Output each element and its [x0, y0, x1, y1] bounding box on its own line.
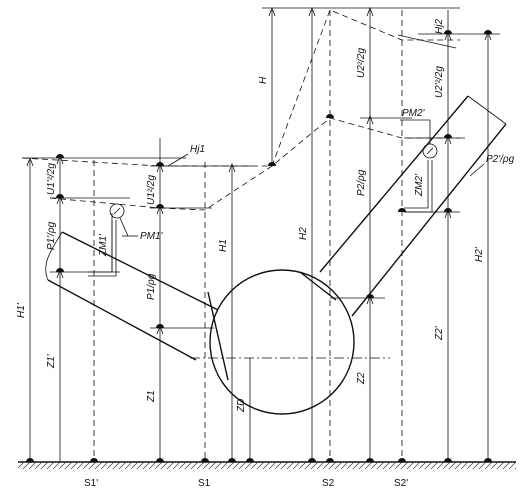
label-ZD: ZD [236, 399, 247, 413]
discharge-pipe [299, 95, 507, 317]
label-H2p: H2' [474, 246, 485, 262]
section-s2: S2 [322, 478, 335, 489]
label-Z1: Z1 [146, 390, 157, 403]
label-Z2: Z2 [356, 372, 367, 385]
label-P2p-pg: P2'/ρg [486, 154, 515, 165]
label-H2: H2 [298, 227, 309, 240]
leader-lines [119, 34, 485, 237]
label-H1: H1 [218, 239, 229, 252]
datum-ground [18, 461, 516, 469]
label-H1p: H1' [16, 302, 27, 318]
label-P1p-pg: P1'/ρg [46, 221, 57, 250]
labels: H1' Z1' P1'/ρg U1'²/2g ZM1' PM1' P1/ρg U… [16, 19, 515, 413]
pump-casing [190, 269, 390, 415]
label-Z1p: Z1' [46, 353, 57, 369]
label-ZM2p: ZM2' [414, 173, 425, 197]
label-U1-2g: U1²/2g [146, 175, 157, 205]
label-P2-pg: P2/ρg [356, 169, 367, 196]
point-markers [26, 30, 492, 462]
energy-lines [21, 9, 460, 211]
label-Z2p: Z2' [434, 325, 445, 341]
section-lines [93, 10, 403, 462]
section-s1p: S1' [84, 478, 98, 489]
label-ZM1p: ZM1' [98, 233, 109, 257]
dimension-lines [26, 6, 492, 462]
label-P1-pg: P1/ρg [146, 273, 157, 300]
suction-pipe [45, 231, 229, 381]
label-U2-2g: U2²/2g [356, 48, 367, 78]
label-U1p-2g: U1'²/2g [46, 163, 57, 195]
label-U2p-2g: U2'²/2g [434, 66, 445, 98]
label-Hj2: Hj2 [434, 19, 445, 34]
section-s1: S1 [198, 478, 211, 489]
label-PM2p: PM2' [402, 108, 426, 119]
section-s2p: S2' [394, 478, 408, 489]
manometer-suction [88, 203, 125, 277]
label-H: H [258, 76, 269, 84]
label-PM1p: PM1' [140, 231, 164, 242]
label-Hj1: Hj1 [190, 144, 205, 155]
manometer-discharge [404, 143, 438, 213]
section-labels: S1' S1 S2 S2' [84, 478, 408, 489]
